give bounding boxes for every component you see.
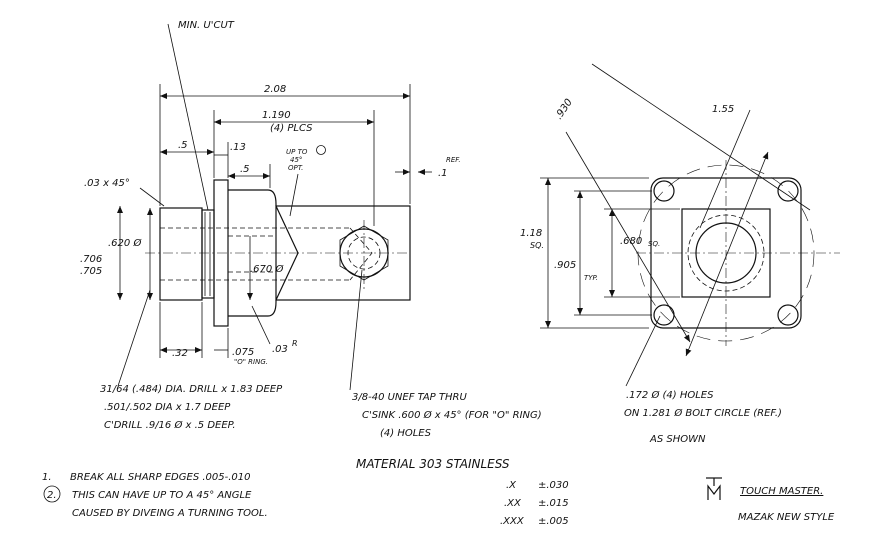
dim-155-leader: [699, 109, 751, 229]
general-note-2-number: 2.: [47, 490, 57, 501]
general-note-2-line2: CAUSED BY DIVEING A TURNING TOOL.: [72, 508, 268, 519]
hole-note-2: ON 1.281 Ø BOLT CIRCLE (REF.): [624, 407, 782, 419]
label-p13: .13: [230, 142, 246, 153]
tap-note-1: 3/8-40 UNEF TAP THRU: [352, 392, 467, 403]
tol-2-place: .XX: [504, 498, 522, 509]
label-upto-1: UP TO: [286, 148, 308, 156]
label-32: .32: [172, 348, 188, 359]
label-four-plcs: (4) PLCS: [270, 123, 313, 134]
label-705: .705: [80, 266, 102, 277]
hole-note-1: .172 Ø (4) HOLES: [626, 389, 714, 401]
label-radius-r: R: [292, 339, 298, 348]
drill-note-3: C'DRILL .9/16 Ø x .5 DEEP.: [104, 419, 236, 431]
hole-note-3: AS SHOWN: [649, 434, 706, 445]
dim-930: [565, 131, 691, 343]
general-note-2-line1: THIS CAN HAVE UP TO A 45° ANGLE: [72, 490, 252, 501]
bolt-hole: [653, 180, 675, 202]
label-155: 1.55: [712, 104, 734, 115]
label-670: .670 Ø: [250, 263, 284, 275]
tol-2-value: ±.015: [538, 498, 569, 509]
label-upto-3: OPT.: [288, 164, 303, 172]
tol-1-value: ±.030: [538, 480, 569, 491]
label-075: .075: [232, 347, 254, 358]
label-p5-lower: .5: [240, 164, 250, 175]
tap-note-3: (4) HOLES: [380, 428, 432, 439]
note2-circle: [43, 485, 61, 503]
label-upto-2: 45°: [290, 156, 302, 164]
label-930: .930: [553, 97, 575, 122]
bolt-hole: [777, 304, 799, 326]
leader-drill: [117, 289, 151, 387]
flange: [213, 179, 229, 327]
leader-radius: [251, 305, 271, 345]
general-note-1: BREAK ALL SHARP EDGES .005-.010: [70, 472, 250, 483]
leader-tap: [349, 269, 363, 391]
tol-1-place: .X: [506, 480, 517, 491]
leader-172: [625, 315, 661, 387]
leader-chamfer: [139, 187, 165, 207]
drill-note-1: 31/64 (.484) DIA. DRILL x 1.83 DEEP: [100, 384, 283, 395]
label-706: .706: [80, 254, 102, 265]
label-min-ucut: MIN. U'CUT: [178, 20, 235, 31]
company-name: TOUCH MASTER.: [740, 486, 823, 497]
drawing-subtitle: MAZAK NEW STYLE: [738, 512, 835, 523]
label-118: 1.18: [520, 228, 542, 239]
drill-point: [349, 227, 373, 281]
leader-ucut: [167, 23, 209, 211]
material-label: MATERIAL 303 STAINLESS: [356, 457, 510, 471]
angle-face: [275, 205, 299, 301]
label-905-typ: TYP.: [584, 274, 598, 282]
note2-callout-circle: [316, 145, 326, 155]
general-note-1-number: 1.: [42, 472, 52, 483]
end-view: [540, 63, 840, 387]
ucut-groove: [201, 209, 215, 299]
label-overall-length: 2.08: [264, 84, 286, 95]
leader-upto: [289, 173, 299, 217]
label-905: .905: [554, 260, 576, 271]
label-p5-top: .5: [178, 140, 188, 151]
label-620: .620 Ø: [108, 237, 142, 249]
dim-155: [685, 151, 769, 357]
label-680: .680: [620, 236, 642, 247]
label-o-ring: "O" RING.: [234, 358, 268, 366]
label-1190: 1.190: [262, 110, 291, 121]
label-chamfer: .03 x 45°: [84, 178, 130, 189]
tol-3-place: .XXX: [500, 516, 525, 527]
drill-note-2: .501/.502 DIA x 1.7 DEEP: [104, 402, 231, 413]
label-ref: REF.: [446, 156, 461, 164]
label-680-sq: SQ.: [648, 240, 660, 248]
tap-note-2: C'SINK .600 Ø x 45° (FOR "O" RING): [362, 409, 542, 421]
label-118-sq: SQ.: [530, 241, 544, 250]
side-view: [117, 23, 432, 391]
main-body: [275, 205, 411, 301]
bolt-hole: [777, 180, 799, 202]
touchmaster-logo: [706, 477, 722, 500]
neck: [228, 189, 277, 317]
label-radius: .03: [272, 344, 288, 355]
label-ref-p1: .1: [438, 168, 448, 179]
spigot-body: [159, 207, 203, 301]
dim-930-ext: [591, 63, 811, 211]
tol-3-value: ±.005: [538, 516, 569, 527]
